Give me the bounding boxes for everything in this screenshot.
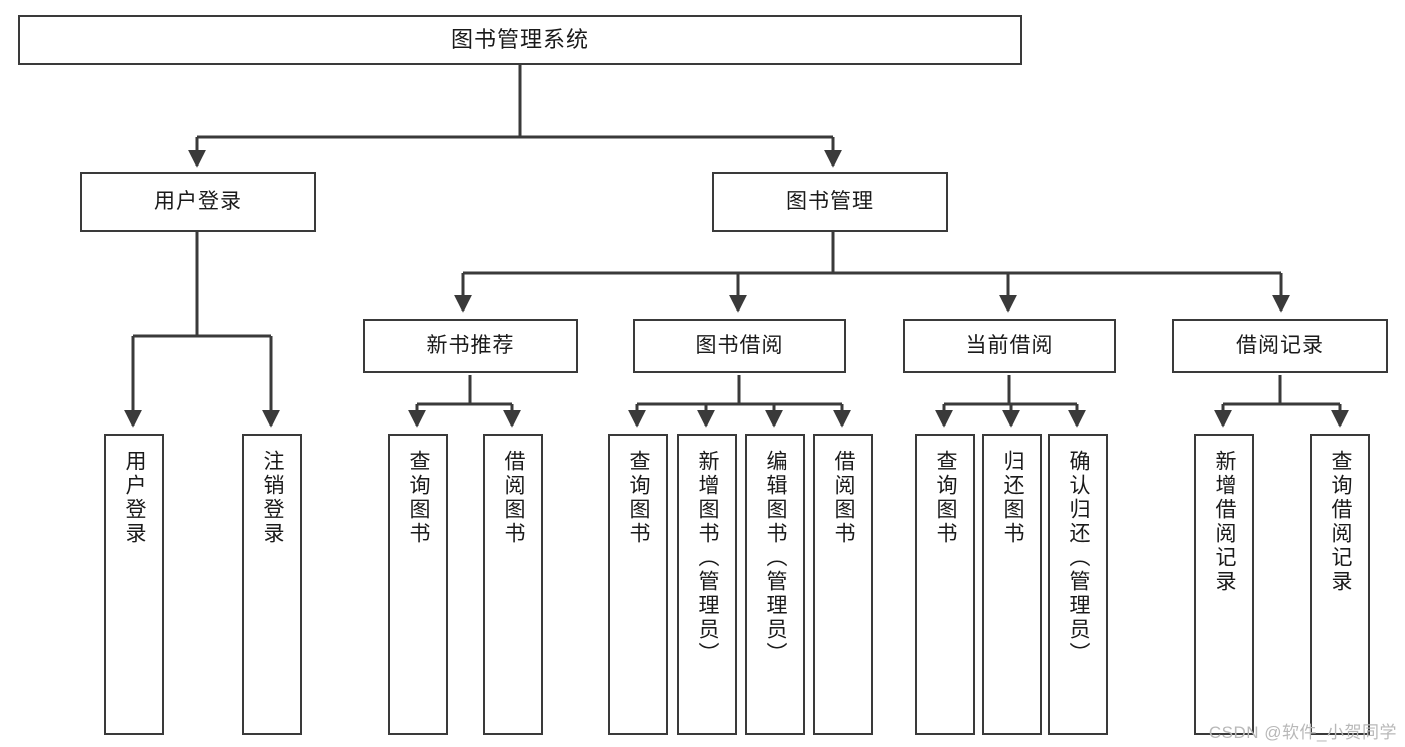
node-new-book-recommend[interactable]: 新书推荐 bbox=[363, 319, 578, 373]
leaf-new-book-borrow-label: 借阅图书 bbox=[502, 450, 526, 546]
node-book-borrow[interactable]: 图书借阅 bbox=[633, 319, 846, 373]
leaf-user-login-login-label: 用户登录 bbox=[123, 450, 147, 546]
leaf-borrow-record-query-label: 查询借阅记录 bbox=[1329, 450, 1353, 594]
leaf-user-login-logout[interactable]: 注销登录 bbox=[242, 434, 302, 735]
node-user-login-label: 用户登录 bbox=[154, 190, 242, 214]
leaf-current-borrow-return-label: 归还图书 bbox=[1001, 450, 1025, 546]
leaf-current-borrow-query[interactable]: 查询图书 bbox=[915, 434, 975, 735]
csdn-watermark: CSDN @软件_小贺同学 bbox=[1208, 723, 1397, 742]
leaf-new-book-borrow[interactable]: 借阅图书 bbox=[483, 434, 543, 735]
node-book-borrow-label: 图书借阅 bbox=[695, 334, 784, 358]
node-book-management[interactable]: 图书管理 bbox=[712, 172, 948, 232]
leaf-current-borrow-confirm-label: 确认归还（管理员） bbox=[1067, 450, 1091, 666]
leaf-borrow-record-add-label: 新增借阅记录 bbox=[1213, 450, 1237, 594]
leaf-book-borrow-query-label: 查询图书 bbox=[627, 450, 651, 546]
leaf-book-borrow-query[interactable]: 查询图书 bbox=[608, 434, 668, 735]
node-root[interactable]: 图书管理系统 bbox=[18, 15, 1022, 65]
node-user-login[interactable]: 用户登录 bbox=[80, 172, 316, 232]
node-current-borrow[interactable]: 当前借阅 bbox=[903, 319, 1116, 373]
leaf-new-book-query[interactable]: 查询图书 bbox=[388, 434, 448, 735]
leaf-book-borrow-add-label: 新增图书（管理员） bbox=[696, 450, 720, 666]
leaf-current-borrow-return[interactable]: 归还图书 bbox=[982, 434, 1042, 735]
node-book-management-label: 图书管理 bbox=[786, 190, 874, 214]
leaf-user-login-login[interactable]: 用户登录 bbox=[104, 434, 164, 735]
node-current-borrow-label: 当前借阅 bbox=[965, 334, 1054, 358]
leaf-book-borrow-borrow-label: 借阅图书 bbox=[832, 450, 856, 546]
leaf-borrow-record-add[interactable]: 新增借阅记录 bbox=[1194, 434, 1254, 735]
node-new-book-recommend-label: 新书推荐 bbox=[426, 334, 515, 358]
leaf-book-borrow-edit[interactable]: 编辑图书（管理员） bbox=[745, 434, 805, 735]
leaf-book-borrow-edit-label: 编辑图书（管理员） bbox=[764, 450, 788, 666]
leaf-borrow-record-query[interactable]: 查询借阅记录 bbox=[1310, 434, 1370, 735]
leaf-book-borrow-borrow[interactable]: 借阅图书 bbox=[813, 434, 873, 735]
node-borrow-record-label: 借阅记录 bbox=[1236, 334, 1324, 358]
leaf-user-login-logout-label: 注销登录 bbox=[261, 450, 285, 546]
leaf-current-borrow-confirm[interactable]: 确认归还（管理员） bbox=[1048, 434, 1108, 735]
leaf-current-borrow-query-label: 查询图书 bbox=[934, 450, 958, 546]
leaf-book-borrow-add[interactable]: 新增图书（管理员） bbox=[677, 434, 737, 735]
leaf-new-book-query-label: 查询图书 bbox=[407, 450, 431, 546]
node-root-label: 图书管理系统 bbox=[450, 26, 589, 52]
node-borrow-record[interactable]: 借阅记录 bbox=[1172, 319, 1388, 373]
